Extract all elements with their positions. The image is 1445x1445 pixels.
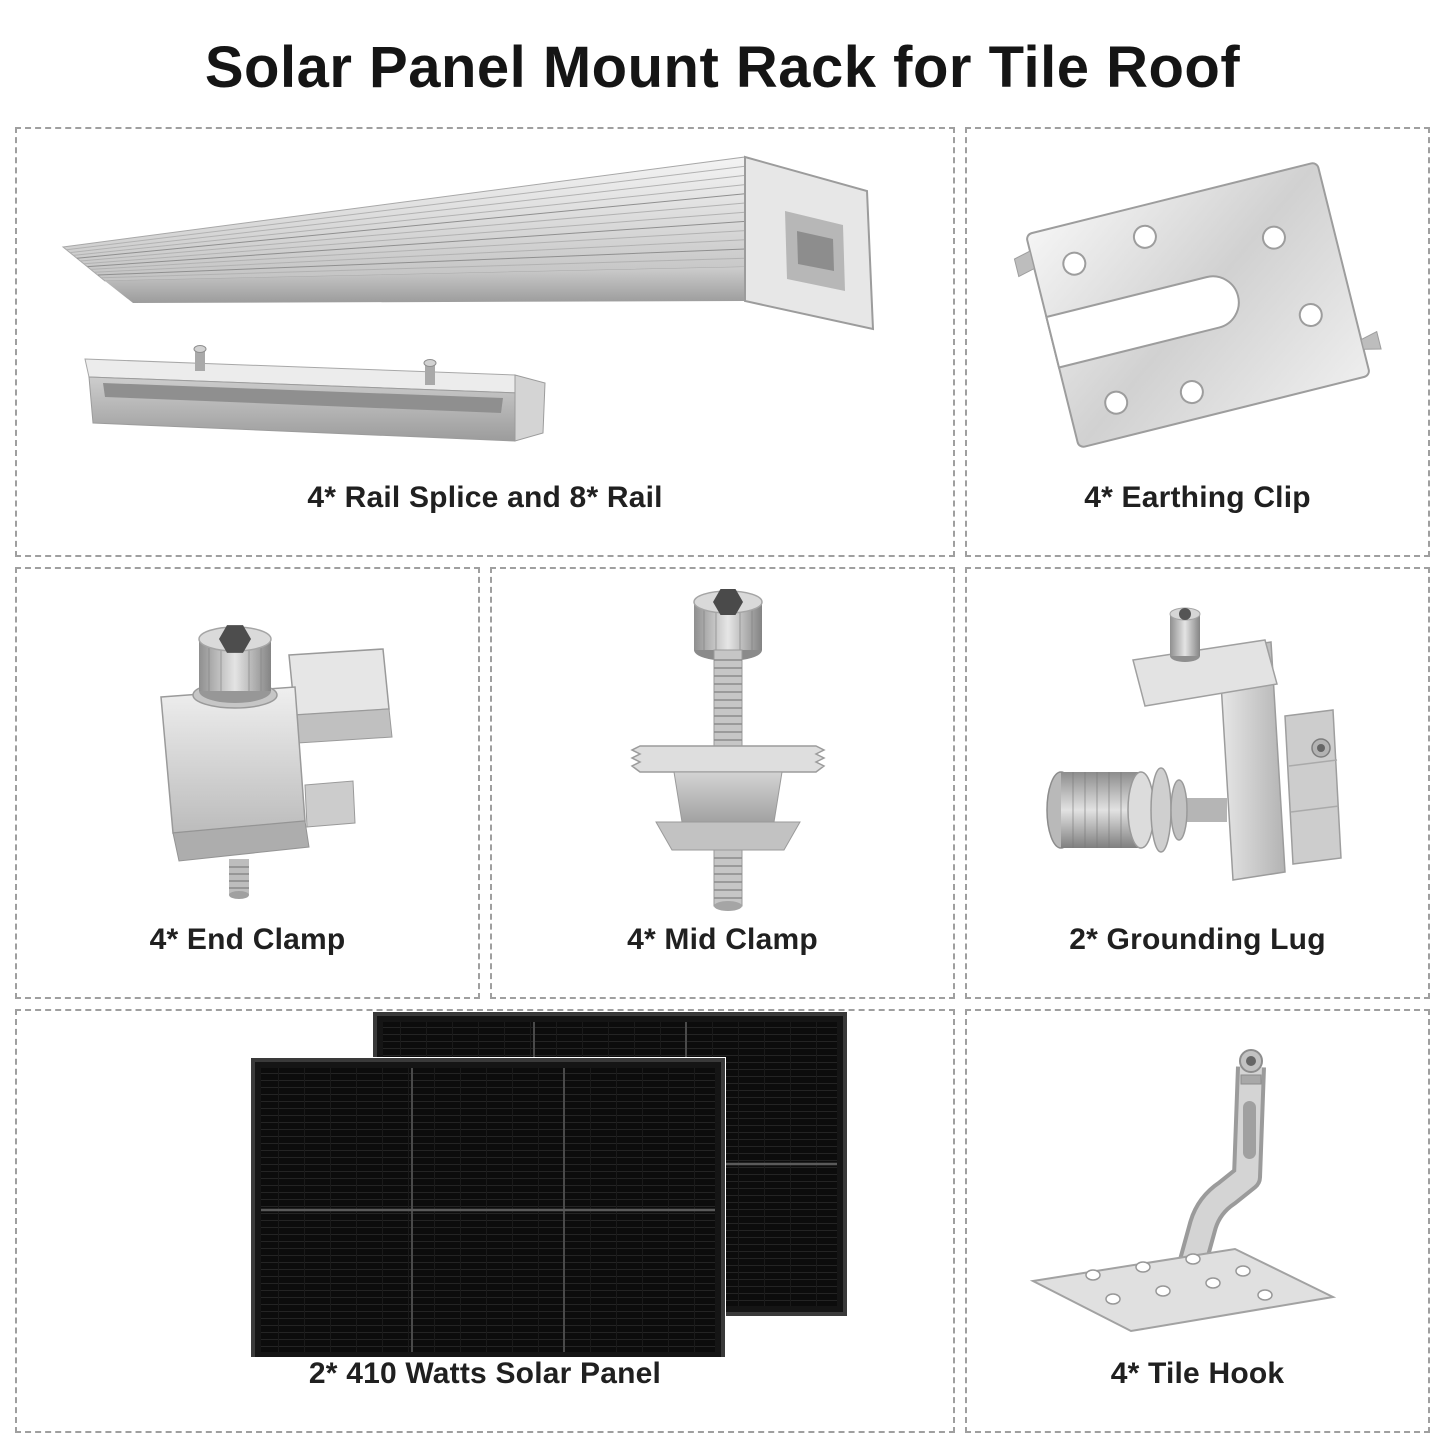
cell-grounding-lug: 2* Grounding Lug <box>965 567 1430 999</box>
rail-label: 4* Rail Splice and 8* Rail <box>307 481 663 514</box>
solar-panel-image <box>250 1012 847 1357</box>
tile-hook-label: 4* Tile Hook <box>1110 1357 1285 1390</box>
mid-clamp-label: 4* Mid Clamp <box>627 923 818 956</box>
mid-clamp-photo <box>492 569 953 923</box>
grounding-lug-image <box>1045 607 1342 881</box>
tile-hook-image <box>1029 1049 1336 1333</box>
cell-tile-hook: 4* Tile Hook <box>965 1009 1430 1433</box>
cell-end-clamp: 4* End Clamp <box>15 567 480 999</box>
mid-clamp-image <box>629 589 826 911</box>
rail-image <box>61 155 875 442</box>
solar-panel-photo <box>17 1011 953 1357</box>
tile-hook-photo <box>967 1011 1428 1357</box>
parts-grid: 4* Rail Splice and 8* Rail <box>15 127 1430 1433</box>
cell-mid-clamp: 4* Mid Clamp <box>490 567 955 999</box>
end-clamp-image <box>159 625 393 899</box>
cell-rail: 4* Rail Splice and 8* Rail <box>15 127 955 557</box>
page-title: Solar Panel Mount Rack for Tile Roof <box>204 35 1241 100</box>
cell-earthing-clip: 4* Earthing Clip <box>965 127 1430 557</box>
grounding-lug-label: 2* Grounding Lug <box>1069 923 1326 956</box>
end-clamp-photo <box>17 569 478 923</box>
rail-photo <box>17 129 953 481</box>
end-clamp-label: 4* End Clamp <box>149 923 346 956</box>
solar-panel-label: 2* 410 Watts Solar Panel <box>308 1357 662 1390</box>
earthing-clip-image <box>1013 162 1382 448</box>
cell-solar-panel: 2* 410 Watts Solar Panel <box>15 1009 955 1433</box>
grounding-lug-photo <box>967 569 1428 923</box>
earthing-clip-photo <box>967 129 1428 481</box>
earthing-clip-label: 4* Earthing Clip <box>1084 481 1311 514</box>
